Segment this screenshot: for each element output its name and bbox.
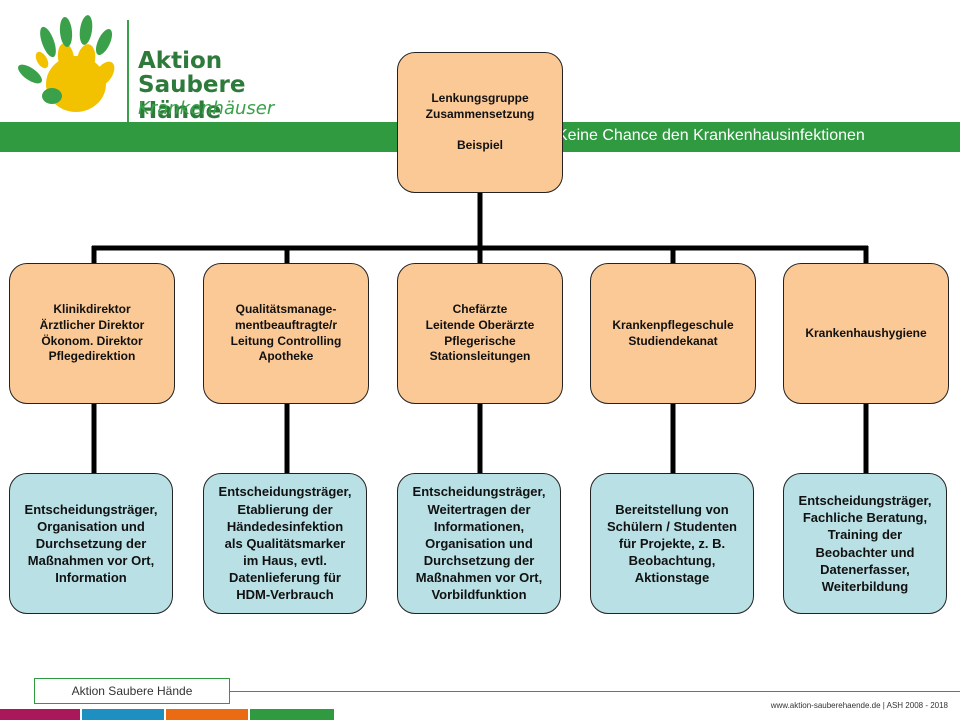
banner-slogan: Keine Chance den Krankenhausinfektionen xyxy=(557,127,865,144)
group-box-2: Qualitätsmanage- mentbeauftragte/r Leitu… xyxy=(203,263,369,404)
footer-strip-green xyxy=(250,709,334,720)
role-box-2: Entscheidungsträger, Etablierung der Hän… xyxy=(203,473,367,614)
footer-url: www.aktion-sauberehaende.de | ASH 2008 -… xyxy=(770,701,948,710)
hand-logo-icon xyxy=(18,15,115,112)
footer-tag: Aktion Saubere Hände xyxy=(34,678,230,704)
group-box-4: Krankenpflegeschule Studiendekanat xyxy=(590,263,756,404)
role-box-4: Bereitstellung von Schülern / Studenten … xyxy=(590,473,754,614)
role-box-3: Entscheidungsträger, Weitertragen der In… xyxy=(397,473,561,614)
logo-title-line1: Aktion xyxy=(138,48,223,74)
footer-strip-orange xyxy=(166,709,248,720)
logo: Aktion Saubere Hände Krankenhäuser xyxy=(14,12,294,124)
root-box: Lenkungsgruppe Zusammensetzung Beispiel xyxy=(397,52,563,193)
logo-divider xyxy=(127,20,129,122)
group-box-5: Krankenhaushygiene xyxy=(783,263,949,404)
footer-strip-blue xyxy=(82,709,164,720)
footer-strip-magenta xyxy=(0,709,80,720)
group-box-1: Klinikdirektor Ärztlicher Direktor Ökono… xyxy=(9,263,175,404)
logo-subtitle: Krankenhäuser xyxy=(138,98,275,119)
footer-divider xyxy=(229,691,960,692)
group-box-3: Chefärzte Leitende Oberärzte Pflegerisch… xyxy=(397,263,563,404)
role-box-5: Entscheidungsträger, Fachliche Beratung,… xyxy=(783,473,947,614)
logo-title-line2: Saubere Hände xyxy=(138,72,246,124)
role-box-1: Entscheidungsträger, Organisation und Du… xyxy=(9,473,173,614)
